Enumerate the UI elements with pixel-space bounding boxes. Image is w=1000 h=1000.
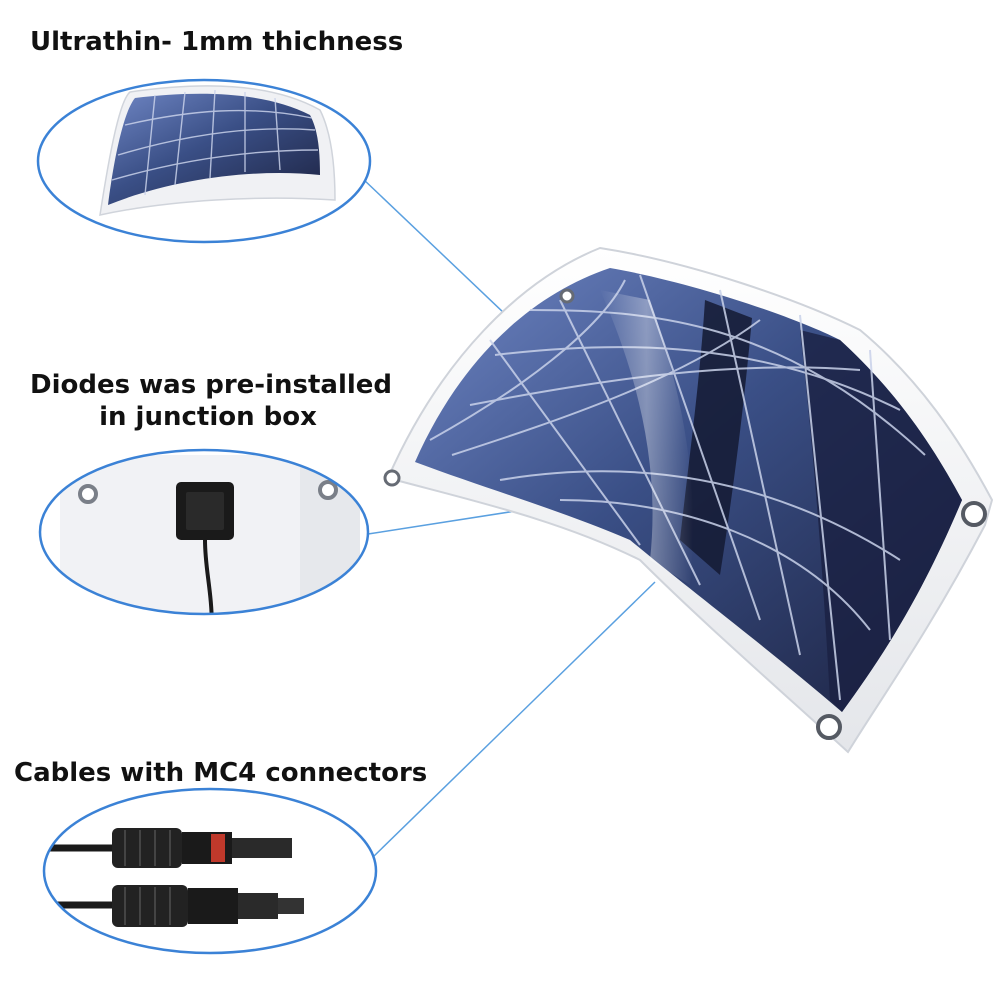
leader-line-cables <box>371 581 656 859</box>
callout-cables <box>42 787 378 955</box>
caption-diodes-line1: Diodes was pre-installed <box>30 370 393 400</box>
callout-junction <box>38 448 370 616</box>
solar-panel <box>383 246 994 754</box>
caption-thickness: Ultrathin- 1mm thichness <box>30 27 404 57</box>
callout-outline-cables <box>42 787 378 955</box>
caption-diodes: Diodes was pre-installed in junction box <box>30 369 393 433</box>
thumbnail-cells <box>108 93 320 205</box>
mc4-connector-pair <box>44 828 304 927</box>
panel-shine <box>600 290 694 585</box>
caption-diodes-line2: in junction box <box>99 402 317 432</box>
callout-outline-thickness <box>36 78 372 244</box>
caption-cables: Cables with MC4 connectors <box>14 758 428 788</box>
callout-outline-junction <box>38 448 370 616</box>
junction-box <box>176 482 234 614</box>
callout-thickness <box>36 78 372 244</box>
junction-grommet-left <box>78 484 98 504</box>
mounting-grommet <box>383 288 987 740</box>
junction-grommet-right <box>318 480 338 500</box>
leader-line-thickness <box>361 177 526 334</box>
